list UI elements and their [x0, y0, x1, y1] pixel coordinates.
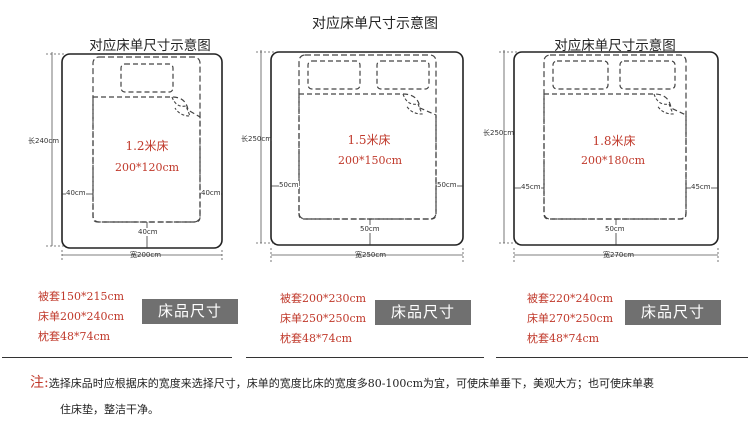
quilt: [92, 96, 201, 223]
bed-size: 200*150cm: [337, 154, 403, 167]
side-left-label: 45cm: [521, 183, 541, 191]
sheet-length-label: 长250cm: [483, 129, 515, 137]
sheet-length-label: 长240cm: [28, 137, 60, 145]
pillow-right: [619, 60, 676, 90]
quilt-fold: [653, 93, 674, 115]
side-bottom-label: 40cm: [138, 228, 158, 236]
sheet-length-label: 长250cm: [241, 135, 273, 143]
side-bottom-label: 50cm: [605, 225, 625, 233]
spec-list-2: 被套200*230cm 床单250*250cm 枕套48*74cm: [280, 289, 366, 349]
bed-label: 1.5米床: [347, 133, 391, 147]
sheet-width-label: 宽200cm: [130, 251, 162, 259]
spec-sheet: 床单200*240cm: [38, 310, 125, 323]
quilt: [543, 93, 687, 220]
page-title: 对应床单尺寸示意图: [312, 16, 438, 32]
divider: [496, 357, 748, 358]
size-tag: 床品尺寸: [142, 299, 238, 324]
side-right-label: 40cm: [201, 189, 221, 197]
side-right-label: 45cm: [691, 183, 711, 191]
pillow-right: [376, 60, 430, 90]
panel-3-title: 对应床单尺寸示意图: [554, 38, 676, 54]
note-mark: 注:: [30, 375, 49, 391]
pillow: [120, 63, 174, 93]
bed-size: 200*180cm: [580, 154, 646, 167]
pillow-left: [552, 60, 609, 90]
side-left-label: 40cm: [66, 189, 86, 197]
spec-duvet: 被套150*215cm: [38, 290, 125, 303]
sheet-width-label: 宽250cm: [355, 251, 387, 259]
note-line-1: 选择床品时应根据床的宽度来选择尺寸，床单的宽度比床的宽度多80-100cm为宜，…: [48, 377, 655, 390]
note: 注:选择床品时应根据床的宽度来选择尺寸，床单的宽度比床的宽度多80-100cm为…: [30, 370, 745, 423]
spec-pillowcase: 枕套48*74cm: [38, 330, 111, 343]
sheet-width-label: 宽270cm: [603, 251, 635, 259]
quilt: [298, 93, 437, 220]
bed-diagram-3: [499, 50, 719, 262]
size-tag: 床品尺寸: [375, 300, 471, 325]
spec-list-3: 被套220*240cm 床单270*250cm 枕套48*74cm: [527, 289, 613, 349]
sheet-outline: [270, 51, 464, 246]
bed-label: 1.2米床: [125, 139, 169, 153]
spec-sheet: 床单270*250cm: [527, 312, 614, 325]
spec-pillowcase: 枕套48*74cm: [527, 332, 600, 345]
sheet-outline: [61, 53, 223, 249]
quilt-fold: [171, 96, 191, 117]
spec-duvet: 被套220*240cm: [527, 292, 614, 305]
spec-list-1: 被套150*215cm 床单200*240cm 枕套48*74cm: [38, 287, 124, 347]
side-left-label: 50cm: [279, 181, 299, 189]
bed-size: 200*120cm: [114, 161, 180, 174]
bed-diagram-1: [46, 52, 223, 262]
side-bottom-label: 50cm: [360, 225, 380, 233]
panel-1-title: 对应床单尺寸示意图: [89, 38, 211, 54]
spec-pillowcase: 枕套48*74cm: [280, 332, 353, 345]
pillow-left: [307, 60, 361, 90]
divider: [2, 357, 232, 358]
size-tag: 床品尺寸: [625, 300, 721, 325]
spec-duvet: 被套200*230cm: [280, 292, 367, 305]
divider: [246, 357, 484, 358]
bed-label: 1.8米床: [592, 134, 636, 148]
spec-sheet: 床单250*250cm: [280, 312, 367, 325]
note-line-2: 住床垫，整洁干净。: [60, 403, 159, 416]
quilt-fold: [402, 93, 423, 115]
side-right-label: 50cm: [437, 181, 457, 189]
